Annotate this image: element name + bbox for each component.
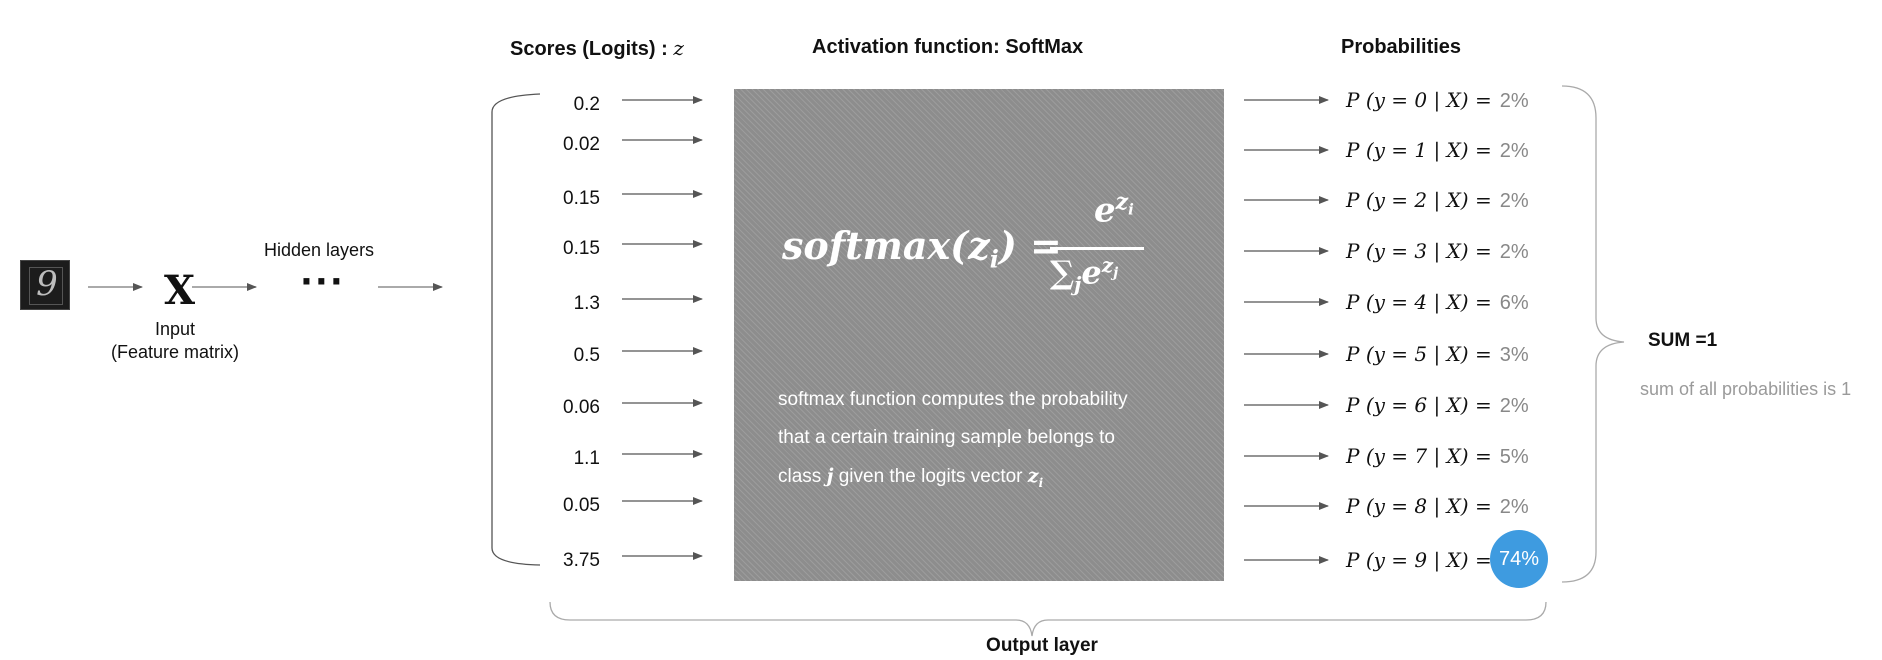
activation-header: Activation function: SoftMax (812, 36, 1084, 58)
scores-header: Scores (Logits) : z (510, 36, 684, 61)
probability-value: 3% (1499, 344, 1529, 366)
desc-line3-mid: given the logits vector (833, 466, 1028, 487)
logit-value: 0.06 (563, 397, 600, 418)
sum-description: sum of all probabilities is 1 (1640, 379, 1852, 399)
input-label-line2: (Feature matrix) (110, 342, 240, 362)
formula-eq: ) = (998, 223, 1062, 268)
digit-glyph: 9 (36, 264, 58, 304)
probability-row: P (y = 5 | X) = 3% (1346, 342, 1529, 367)
logit-value: 3.75 (563, 550, 600, 571)
probability-value: 2% (1499, 190, 1529, 212)
probability-row: P (y = 3 | X) = 2% (1346, 239, 1529, 264)
softmax-box: softmax(zi) = ezi ∑jezj softmax function… (734, 89, 1224, 581)
logit-value: 0.02 (563, 134, 600, 155)
logit-value: 1.3 (573, 293, 600, 314)
probability-arrows (1244, 96, 1329, 564)
formula-lhs-sub: i (989, 244, 999, 274)
probability-label: P (y = 4 | X) = (1346, 290, 1492, 314)
probability-label: P (y = 9 | X) = (1346, 548, 1492, 572)
probability-label: P (y = 1 | X) = (1346, 138, 1492, 162)
probability-value: 2% (1499, 241, 1529, 263)
probability-row: P (y = 8 | X) = 2% (1346, 494, 1529, 519)
desc-line1: softmax function computes the probabilit… (778, 389, 1128, 410)
desc-class-j: j (826, 465, 834, 487)
desc-line3: class j given the logits vector zi (778, 457, 1198, 502)
probability-value: 5% (1499, 446, 1529, 468)
probability-value: 2% (1499, 140, 1529, 162)
formula-lhs: softmax(z (782, 223, 990, 268)
logit-value: 0.15 (563, 188, 600, 209)
probability-row: P (y = 0 | X) = 2% (1346, 88, 1529, 113)
probability-label: P (y = 0 | X) = (1346, 88, 1492, 112)
hidden-layers-dots: ··· (300, 262, 345, 302)
probability-row: P (y = 4 | X) = 6% (1346, 290, 1529, 315)
probability-row: P (y = 7 | X) = 5% (1346, 444, 1529, 469)
sum-title: SUM =1 (1648, 330, 1718, 351)
desc-line3-pre: class (778, 466, 827, 487)
logit-arrows (622, 96, 703, 560)
formula-sum: ∑ (1050, 253, 1075, 292)
output-layer-brace (549, 601, 1547, 637)
formula-numerator: e (1094, 190, 1116, 231)
probability-label: P (y = 3 | X) = (1346, 239, 1492, 263)
input-symbol: X (164, 267, 196, 314)
probability-value: 2% (1499, 496, 1529, 518)
logit-value: 1.1 (573, 448, 600, 469)
probability-value: 6% (1499, 292, 1529, 314)
scores-header-text: Scores (Logits) : (510, 38, 674, 60)
formula-num-sup: z (1115, 189, 1129, 215)
probability-label: P (y = 6 | X) = (1346, 393, 1492, 417)
formula-sum-sub: j (1074, 272, 1082, 297)
logit-value: 0.15 (563, 238, 600, 259)
formula-den-e: e (1081, 253, 1102, 292)
probability-row: P (y = 9 | X) = (1346, 548, 1492, 572)
scores-var: z (673, 36, 684, 60)
softmax-formula: softmax(zi) = ezi ∑jezj (782, 189, 1182, 299)
logits-bracket (491, 93, 541, 566)
desc-z-sub: i (1038, 475, 1044, 490)
probability-row: P (y = 6 | X) = 2% (1346, 393, 1529, 418)
probability-value: 2% (1499, 395, 1529, 417)
probability-value: 2% (1499, 90, 1529, 112)
sum-brace (1561, 85, 1625, 583)
probabilities-header: Probabilities (1341, 36, 1462, 58)
digit-image: 9 (20, 260, 70, 310)
logit-value: 0.5 (573, 345, 600, 366)
highlight-badge: 74% (1490, 530, 1548, 588)
probability-label: P (y = 5 | X) = (1346, 342, 1492, 366)
digit-frame: 9 (29, 264, 63, 305)
input-label: Input (Feature matrix) (90, 318, 260, 364)
logit-value: 0.05 (563, 495, 600, 516)
probability-row: P (y = 2 | X) = 2% (1346, 188, 1529, 213)
formula-num-sub: i (1128, 200, 1134, 219)
hidden-layers-label: Hidden layers (264, 240, 375, 260)
fraction-bar (1050, 247, 1144, 250)
desc-line2: that a certain training sample belongs t… (778, 427, 1115, 448)
formula-den-sup: z (1101, 253, 1114, 277)
probability-label: P (y = 2 | X) = (1346, 188, 1492, 212)
input-label-line1: Input (154, 319, 196, 339)
probability-label: P (y = 7 | X) = (1346, 444, 1492, 468)
desc-z: z (1027, 465, 1039, 487)
formula-den-sup-sub: j (1113, 265, 1119, 281)
probability-label: P (y = 8 | X) = (1346, 494, 1492, 518)
softmax-description: softmax function computes the probabilit… (778, 381, 1198, 502)
logit-value: 0.2 (573, 94, 600, 115)
output-layer-label: Output layer (986, 635, 1098, 656)
probability-row: P (y = 1 | X) = 2% (1346, 138, 1529, 163)
